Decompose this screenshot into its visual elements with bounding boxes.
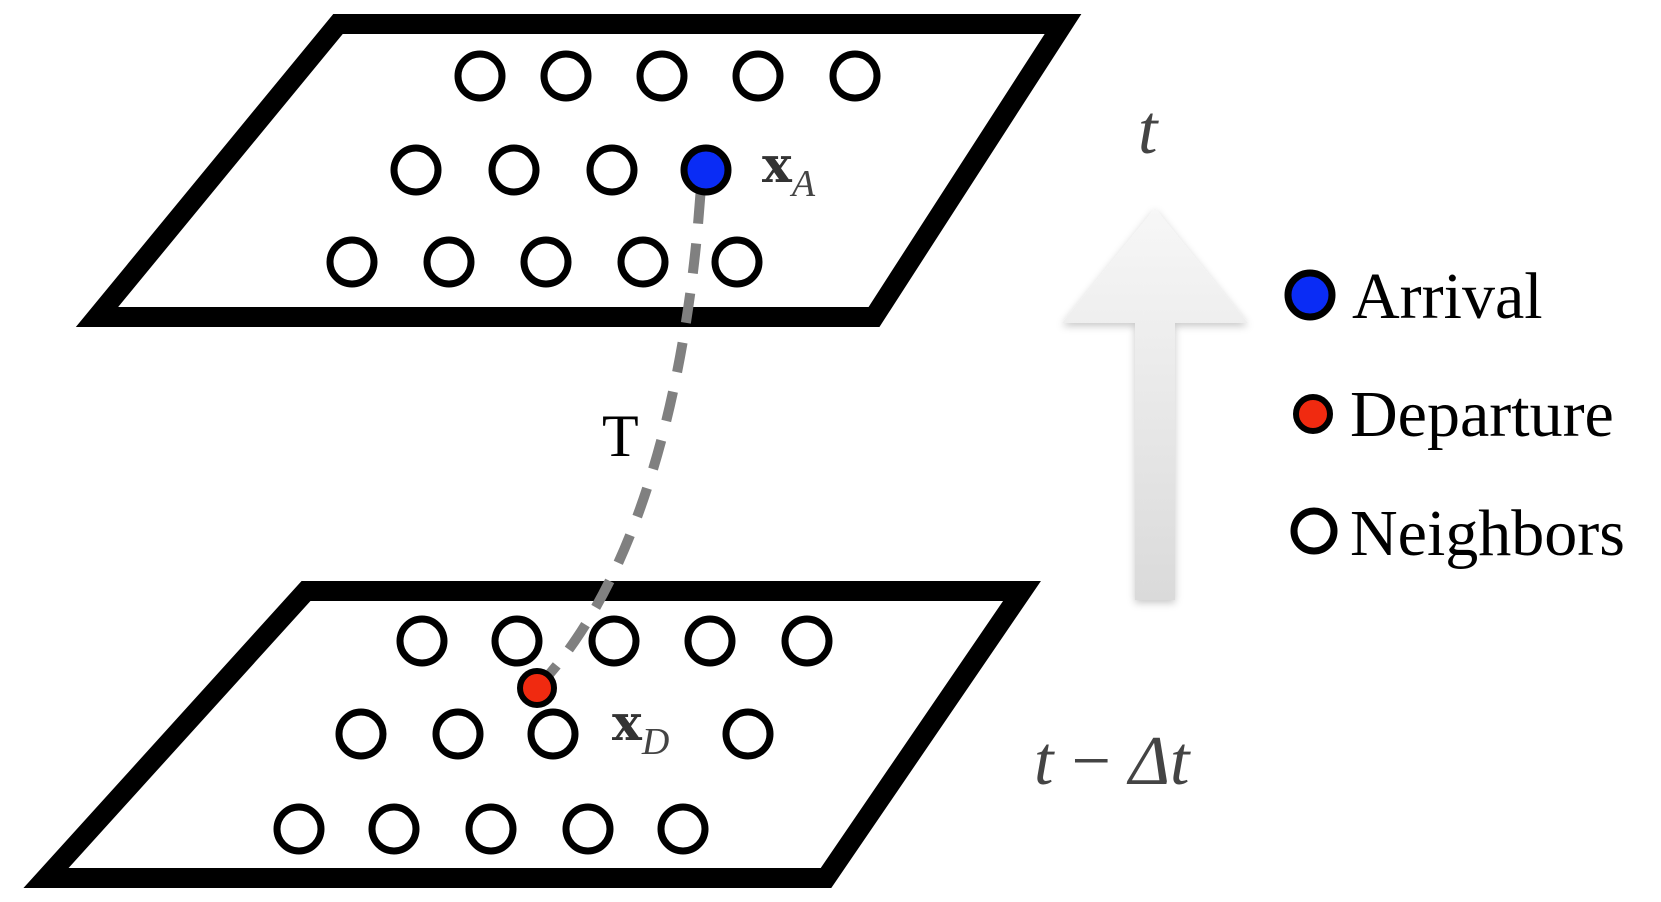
neighbor-point <box>527 708 579 760</box>
time-arrow <box>1062 208 1248 600</box>
neighbor-point <box>586 144 638 196</box>
neighbor-point <box>829 50 881 102</box>
neighbor-point <box>465 803 517 855</box>
departure-position-label: xD <box>612 693 669 763</box>
legend-neighbors-marker <box>1290 507 1338 555</box>
neighbor-point <box>390 144 442 196</box>
neighbor-point <box>396 615 448 667</box>
time-label-bottom: t−Δt <box>1034 723 1191 800</box>
neighbor-point <box>335 708 387 760</box>
neighbor-point <box>454 50 506 102</box>
departure-point <box>517 668 557 708</box>
arrival-point <box>680 144 732 196</box>
bottom-neighbor-group <box>273 615 833 855</box>
legend-neighbors-label: Neighbors <box>1350 497 1625 570</box>
legend-departure-marker <box>1293 394 1333 434</box>
neighbor-point <box>488 144 540 196</box>
legend-arrival-label: Arrival <box>1352 260 1543 333</box>
neighbor-point <box>491 615 543 667</box>
legend-item-arrival: Arrival <box>1284 260 1543 333</box>
neighbor-point <box>540 50 592 102</box>
neighbor-point <box>684 615 736 667</box>
legend-item-neighbors: Neighbors <box>1290 497 1625 570</box>
time-label-top: t <box>1138 92 1159 169</box>
neighbor-point <box>722 708 774 760</box>
legend-arrival-marker <box>1284 269 1336 321</box>
legend: Arrival Departure Neighbors <box>1284 260 1625 570</box>
neighbor-point <box>273 803 325 855</box>
neighbor-point <box>326 236 378 288</box>
bottom-plane <box>23 581 1041 888</box>
neighbor-point <box>423 236 475 288</box>
neighbor-point <box>636 50 688 102</box>
top-neighbor-group <box>326 50 881 288</box>
neighbor-point <box>562 803 614 855</box>
trajectory-path <box>533 169 707 692</box>
neighbor-point <box>588 615 640 667</box>
legend-item-departure: Departure <box>1293 378 1614 451</box>
legend-departure-label: Departure <box>1350 378 1614 451</box>
neighbor-point <box>368 803 420 855</box>
neighbor-point <box>617 236 669 288</box>
trajectory-label: T <box>602 403 639 469</box>
neighbor-point <box>781 615 833 667</box>
arrival-position-label: xA <box>762 135 816 205</box>
top-plane <box>75 14 1082 327</box>
neighbor-point <box>657 803 709 855</box>
neighbor-point <box>711 236 763 288</box>
neighbor-point <box>432 708 484 760</box>
neighbor-point <box>732 50 784 102</box>
neighbor-point <box>520 236 572 288</box>
